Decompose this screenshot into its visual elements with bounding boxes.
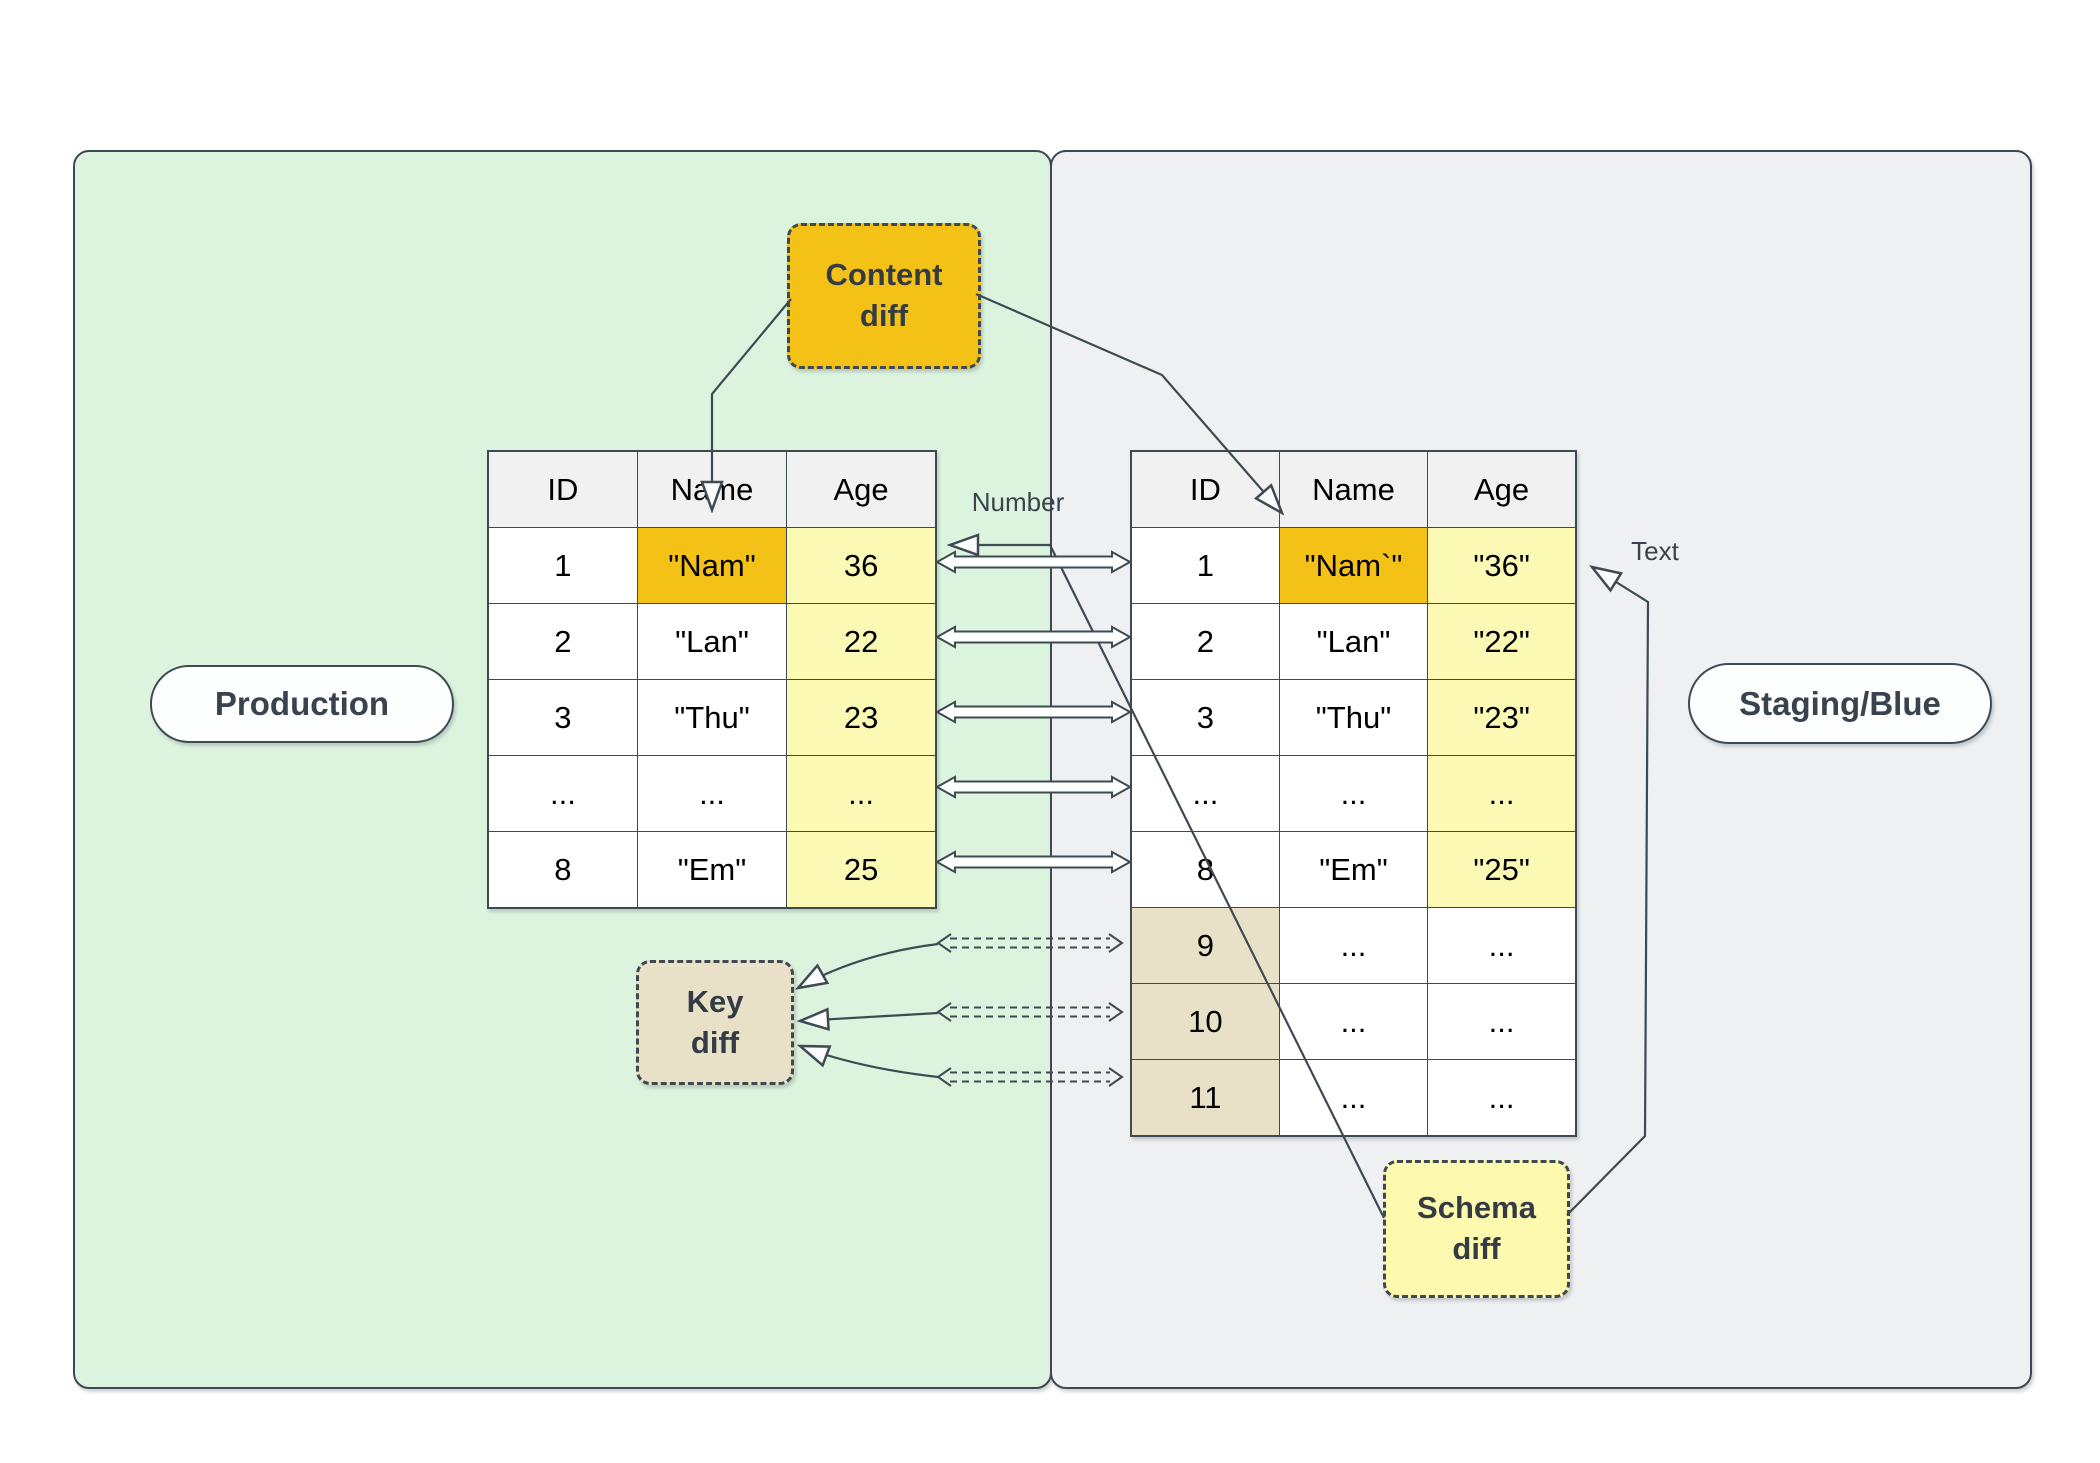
table-cell: "23" [1427, 679, 1577, 756]
table-row: 2"Lan""22" [1130, 603, 1577, 680]
table-row: 11...... [1130, 1059, 1577, 1137]
table-cell: ... [1278, 1059, 1429, 1137]
table-row: 1"Nam"36 [487, 527, 937, 604]
table-row: 9...... [1130, 907, 1577, 984]
table-cell: ... [1278, 907, 1429, 984]
table-cell: 2 [487, 603, 638, 680]
table-cell: ... [1427, 1059, 1577, 1137]
table-cell: "Em" [636, 831, 788, 909]
table-cell: "Lan" [636, 603, 788, 680]
table-cell: ... [1278, 755, 1429, 832]
table-cell: ... [786, 755, 937, 832]
table-cell: ... [1427, 907, 1577, 984]
table-cell: "Thu" [636, 679, 788, 756]
table-cell: 8 [1130, 831, 1280, 908]
table-row: ......... [487, 755, 937, 832]
table-cell: "Em" [1278, 831, 1429, 908]
table-cell: 3 [487, 679, 638, 756]
table-row: 3"Thu"23 [487, 679, 937, 756]
column-header: Name [1278, 450, 1429, 528]
table-cell: 22 [786, 603, 937, 680]
schema-diff-box: Schema diff [1383, 1160, 1570, 1298]
table-cell: 1 [487, 527, 638, 604]
table-cell: "22" [1427, 603, 1577, 680]
table-cell: "Thu" [1278, 679, 1429, 756]
column-header: Name [636, 450, 788, 528]
table-cell: 23 [786, 679, 937, 756]
table-cell: ... [1130, 755, 1280, 832]
table-cell: "Nam`" [1278, 527, 1429, 604]
table-cell: 10 [1130, 983, 1280, 1060]
table-cell: "25" [1427, 831, 1577, 908]
table-cell: 36 [786, 527, 937, 604]
staging-label-pill: Staging/Blue [1688, 663, 1992, 744]
column-header: Age [1427, 450, 1577, 528]
table-row: 3"Thu""23" [1130, 679, 1577, 756]
table-row: ......... [1130, 755, 1577, 832]
column-header: ID [487, 450, 638, 528]
table-cell: 9 [1130, 907, 1280, 984]
table-cell: "Nam" [636, 527, 788, 604]
table-cell: ... [1427, 755, 1577, 832]
content-diff-box: Content diff [787, 223, 981, 369]
table-cell: "36" [1427, 527, 1577, 604]
key-diff-label: Key diff [686, 983, 744, 1060]
table-cell: ... [1427, 983, 1577, 1060]
table-cell: 1 [1130, 527, 1280, 604]
table-cell: 2 [1130, 603, 1280, 680]
production-label-pill: Production [150, 665, 454, 743]
table-cell: ... [636, 755, 788, 832]
column-header: ID [1130, 450, 1280, 528]
table-row: 1"Nam`""36" [1130, 527, 1577, 604]
content-diff-label: Content diff [825, 257, 943, 333]
table-cell: 11 [1130, 1059, 1280, 1137]
table-row: 10...... [1130, 983, 1577, 1060]
column-header: Age [786, 450, 937, 528]
table-cell: "Lan" [1278, 603, 1429, 680]
table-cell: ... [487, 755, 638, 832]
table-row: 2"Lan"22 [487, 603, 937, 680]
table-cell: 25 [786, 831, 937, 909]
staging-label: Staging/Blue [1739, 684, 1941, 722]
table-cell: 3 [1130, 679, 1280, 756]
table-cell: ... [1278, 983, 1429, 1060]
table-cell: 8 [487, 831, 638, 909]
key-diff-box: Key diff [636, 960, 794, 1085]
schema-diff-label: Schema diff [1417, 1190, 1536, 1266]
production-label: Production [214, 685, 390, 722]
table-row: 8"Em""25" [1130, 831, 1577, 908]
table-row: 8"Em"25 [487, 831, 937, 909]
